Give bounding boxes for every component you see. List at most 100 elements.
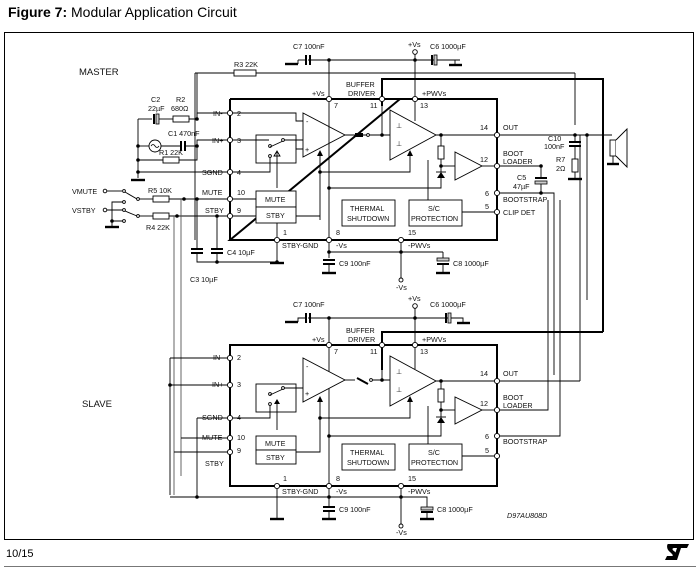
c6-plate bbox=[447, 312, 452, 324]
pin-number: 5 bbox=[485, 446, 489, 455]
pin-number: 3 bbox=[237, 136, 241, 145]
pin-number: 1 bbox=[283, 228, 287, 237]
minus-vs-rail-label: -Vs bbox=[396, 283, 407, 292]
buffer-driver-link bbox=[381, 78, 604, 332]
wire bbox=[295, 140, 303, 150]
c1-label: C1 470nF bbox=[168, 129, 200, 138]
sc-label-2: PROTECTION bbox=[411, 214, 458, 223]
boot-loader-buffer bbox=[454, 151, 483, 181]
switch-contact bbox=[268, 154, 272, 158]
vmute-terminal[interactable] bbox=[102, 188, 108, 194]
r5-label: R5 10K bbox=[148, 186, 172, 195]
pin-label-minus-pwvs: -PWVs bbox=[408, 241, 431, 250]
c6-plate bbox=[433, 54, 438, 66]
wire bbox=[179, 146, 198, 161]
pin-label-bootstrap: BOOTSTRAP bbox=[503, 437, 548, 446]
pin-number: 7 bbox=[334, 347, 338, 356]
junction bbox=[168, 383, 172, 387]
control-arrow-icon bbox=[317, 396, 323, 402]
junction bbox=[327, 434, 331, 438]
r1-resistor bbox=[162, 156, 180, 164]
c8-plate bbox=[420, 506, 434, 511]
sc-protection-block bbox=[408, 199, 463, 227]
pin-number: 14 bbox=[480, 123, 488, 132]
pin-11 bbox=[378, 95, 386, 103]
junction bbox=[327, 186, 331, 190]
pin-number: 13 bbox=[420, 347, 428, 356]
link-element bbox=[355, 133, 363, 137]
wire bbox=[196, 417, 227, 497]
driver-label: DRIVER bbox=[348, 89, 375, 98]
thermal-shutdown-block bbox=[341, 443, 396, 471]
sc-label-1: S/C bbox=[428, 448, 440, 457]
r7-label: R7 bbox=[556, 155, 565, 164]
pin-label-plus-vs: +Vs bbox=[312, 89, 325, 98]
pin-13 bbox=[411, 95, 419, 103]
thermal-shutdown-block bbox=[341, 199, 396, 227]
stby-switch[interactable] bbox=[124, 210, 138, 217]
vstby-terminal[interactable] bbox=[102, 207, 108, 213]
pin-label-plus-pwvs: +PWVs bbox=[422, 89, 447, 98]
bootstrap-resistor bbox=[437, 388, 445, 403]
plus-vs-rail-label: +Vs bbox=[408, 294, 421, 303]
r5-resistor bbox=[152, 195, 170, 203]
buffer-label: BUFFER bbox=[346, 326, 375, 335]
wire bbox=[233, 112, 303, 122]
pin-number: 4 bbox=[237, 168, 241, 177]
pin-number: 5 bbox=[485, 202, 489, 211]
plus-sign: + bbox=[305, 145, 309, 154]
pin-label-out: OUT bbox=[503, 123, 519, 132]
mute-switch[interactable] bbox=[124, 191, 138, 200]
pin-label-in-plus: IN+ bbox=[212, 380, 223, 389]
wire bbox=[233, 157, 271, 173]
pin-number: 2 bbox=[237, 353, 241, 362]
driver-label: DRIVER bbox=[348, 335, 375, 344]
minus-vs-rail-label: -Vs bbox=[396, 528, 407, 537]
pin-number: 11 bbox=[370, 347, 377, 356]
wire bbox=[297, 317, 305, 322]
pin-1 bbox=[273, 236, 281, 244]
preamp-opamp bbox=[302, 112, 346, 158]
c5-plate bbox=[534, 180, 548, 185]
pin-number: 12 bbox=[480, 399, 488, 408]
pin-number: 13 bbox=[420, 101, 428, 110]
power-amp bbox=[389, 355, 437, 407]
wire bbox=[500, 192, 555, 375]
junction bbox=[399, 250, 403, 254]
wire bbox=[500, 200, 561, 437]
pin-8 bbox=[325, 482, 333, 490]
r7-resistor bbox=[571, 158, 579, 173]
transistor-glyph: ⊥ bbox=[396, 121, 402, 130]
bootstrap-resistor bbox=[437, 145, 445, 160]
master-label: MASTER bbox=[79, 67, 119, 78]
pin-label-boot: BOOT bbox=[503, 393, 524, 402]
input-switch-block bbox=[255, 134, 297, 164]
pin-number: 15 bbox=[408, 474, 416, 483]
junction bbox=[136, 158, 140, 162]
pin-label-stby-gnd: STBY-GND bbox=[282, 487, 318, 496]
switch-contact bbox=[122, 208, 126, 212]
pin-number: 7 bbox=[334, 101, 338, 110]
pin-9 bbox=[226, 212, 234, 220]
junction bbox=[539, 164, 543, 168]
pin-label-loader: LOADER bbox=[503, 157, 533, 166]
c10-value: 100nF bbox=[544, 142, 565, 151]
thermal-label-1: THERMAL bbox=[350, 448, 384, 457]
pin-label-sgnd: SGND bbox=[202, 168, 223, 177]
wire bbox=[451, 317, 464, 323]
mute-block-label: MUTE bbox=[265, 195, 286, 204]
pin-number: 9 bbox=[237, 206, 241, 215]
junction bbox=[182, 197, 186, 201]
pin-number: 10 bbox=[237, 433, 245, 442]
thermal-label-2: SHUTDOWN bbox=[347, 458, 389, 467]
switch-contact bbox=[281, 138, 285, 142]
figure-caption: Modular Application Circuit bbox=[71, 4, 237, 20]
pin-10 bbox=[226, 434, 234, 442]
switch-contact bbox=[122, 219, 126, 223]
r3-resistor bbox=[233, 69, 257, 77]
pin-14 bbox=[493, 377, 501, 385]
pin-5 bbox=[493, 208, 501, 216]
pin-3 bbox=[226, 136, 234, 144]
pin-15 bbox=[397, 482, 405, 490]
